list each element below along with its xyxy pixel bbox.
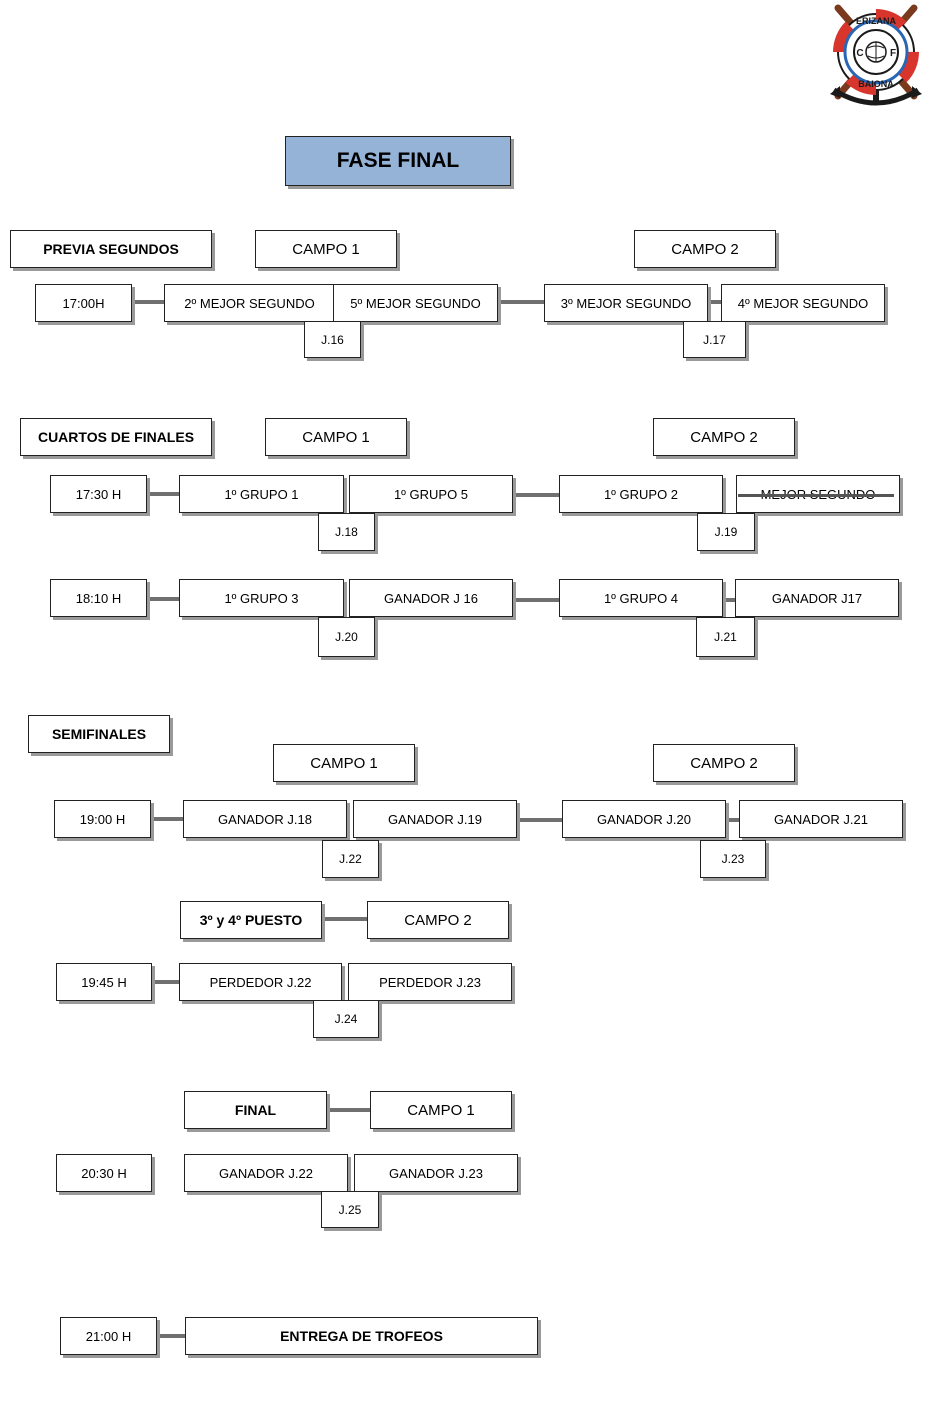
logo-letter-c: C bbox=[856, 48, 863, 59]
final-code: J.25 bbox=[321, 1191, 379, 1228]
cuartos-r1-m1-code: J.18 bbox=[318, 513, 375, 551]
previa-campo2: CAMPO 2 bbox=[634, 230, 776, 268]
connector-line bbox=[327, 1108, 370, 1112]
semis-m1-code: J.22 bbox=[322, 840, 379, 878]
previa-m2-team-b: 4º MEJOR SEGUNDO bbox=[721, 284, 885, 322]
cuartos-r2-m2-team-a: 1º GRUPO 4 bbox=[559, 579, 723, 617]
tercero-code: J.24 bbox=[313, 1000, 379, 1038]
connector-line bbox=[722, 598, 736, 602]
previa-campo1: CAMPO 1 bbox=[255, 230, 397, 268]
final-team-b: GANADOR J.23 bbox=[354, 1154, 518, 1192]
semis-time: 19:00 H bbox=[54, 800, 151, 838]
connector-line bbox=[157, 1334, 185, 1338]
cuartos-label: CUARTOS DE FINALES bbox=[20, 418, 212, 456]
previa-m1-code: J.16 bbox=[304, 321, 361, 358]
previa-m2-team-a: 3º MEJOR SEGUNDO bbox=[544, 284, 708, 322]
connector-line bbox=[517, 818, 562, 822]
semis-label: SEMIFINALES bbox=[28, 715, 170, 753]
final-time: 20:30 H bbox=[56, 1154, 152, 1192]
tercero-time: 19:45 H bbox=[56, 963, 152, 1001]
trofeos-label: ENTREGA DE TROFEOS bbox=[185, 1317, 538, 1355]
connector-line bbox=[707, 300, 721, 304]
semis-campo1: CAMPO 1 bbox=[273, 744, 415, 782]
connector-line bbox=[147, 597, 179, 601]
cuartos-r1-m1-team-b: 1º GRUPO 5 bbox=[349, 475, 513, 513]
semis-m1-team-b: GANADOR J.19 bbox=[353, 800, 517, 838]
previa-m2-code: J.17 bbox=[683, 321, 746, 358]
strike-line bbox=[738, 494, 894, 497]
connector-line bbox=[513, 493, 559, 497]
connector-line bbox=[147, 492, 179, 496]
cuartos-r2-m2-code: J.21 bbox=[696, 617, 755, 657]
cuartos-r1-m2-team-a: 1º GRUPO 2 bbox=[559, 475, 723, 513]
final-label: FINAL bbox=[184, 1091, 327, 1129]
connector-line bbox=[513, 598, 559, 602]
cuartos-campo2: CAMPO 2 bbox=[653, 418, 795, 456]
previa-time: 17:00H bbox=[35, 284, 132, 322]
final-team-a: GANADOR J.22 bbox=[184, 1154, 348, 1192]
final-campo: CAMPO 1 bbox=[370, 1091, 512, 1129]
cuartos-r2-m1-code: J.20 bbox=[318, 617, 375, 657]
logo-letter-f: F bbox=[890, 48, 896, 59]
cuartos-r2-time: 18:10 H bbox=[50, 579, 147, 617]
previa-m1-team-b: 5º MEJOR SEGUNDO bbox=[333, 284, 498, 322]
tercero-team-a: PERDEDOR J.22 bbox=[179, 963, 342, 1001]
cuartos-r2-m1-team-a: 1º GRUPO 3 bbox=[179, 579, 344, 617]
cuartos-r2-m1-team-b: GANADOR J 16 bbox=[349, 579, 513, 617]
connector-line bbox=[132, 300, 164, 304]
trofeos-time: 21:00 H bbox=[60, 1317, 157, 1355]
page-title: FASE FINAL bbox=[285, 136, 511, 186]
cuartos-r1-m1-team-a: 1º GRUPO 1 bbox=[179, 475, 344, 513]
cuartos-campo1: CAMPO 1 bbox=[265, 418, 407, 456]
club-crest-logo: ERIZANA BAIONA C F bbox=[830, 4, 922, 106]
tercero-label: 3º y 4º PUESTO bbox=[180, 901, 322, 939]
cuartos-r1-m2-code: J.19 bbox=[697, 513, 755, 551]
logo-bottom-text: BAIONA bbox=[858, 79, 894, 89]
connector-line bbox=[152, 980, 179, 984]
tercero-team-b: PERDEDOR J.23 bbox=[348, 963, 512, 1001]
logo-top-text: ERIZANA bbox=[856, 16, 896, 26]
previa-m1-team-a: 2º MEJOR SEGUNDO bbox=[164, 284, 335, 322]
semis-m1-team-a: GANADOR J.18 bbox=[183, 800, 347, 838]
semis-campo2: CAMPO 2 bbox=[653, 744, 795, 782]
connector-line bbox=[497, 300, 544, 304]
previa-label: PREVIA SEGUNDOS bbox=[10, 230, 212, 268]
semis-m2-team-b: GANADOR J.21 bbox=[739, 800, 903, 838]
connector-line bbox=[322, 917, 367, 921]
connector-line bbox=[151, 817, 183, 821]
semis-m2-code: J.23 bbox=[700, 840, 766, 878]
connector-line bbox=[726, 818, 739, 822]
semis-m2-team-a: GANADOR J.20 bbox=[562, 800, 726, 838]
cuartos-r2-m2-team-b: GANADOR J17 bbox=[735, 579, 899, 617]
cuartos-r1-time: 17:30 H bbox=[50, 475, 147, 513]
tercero-campo: CAMPO 2 bbox=[367, 901, 509, 939]
